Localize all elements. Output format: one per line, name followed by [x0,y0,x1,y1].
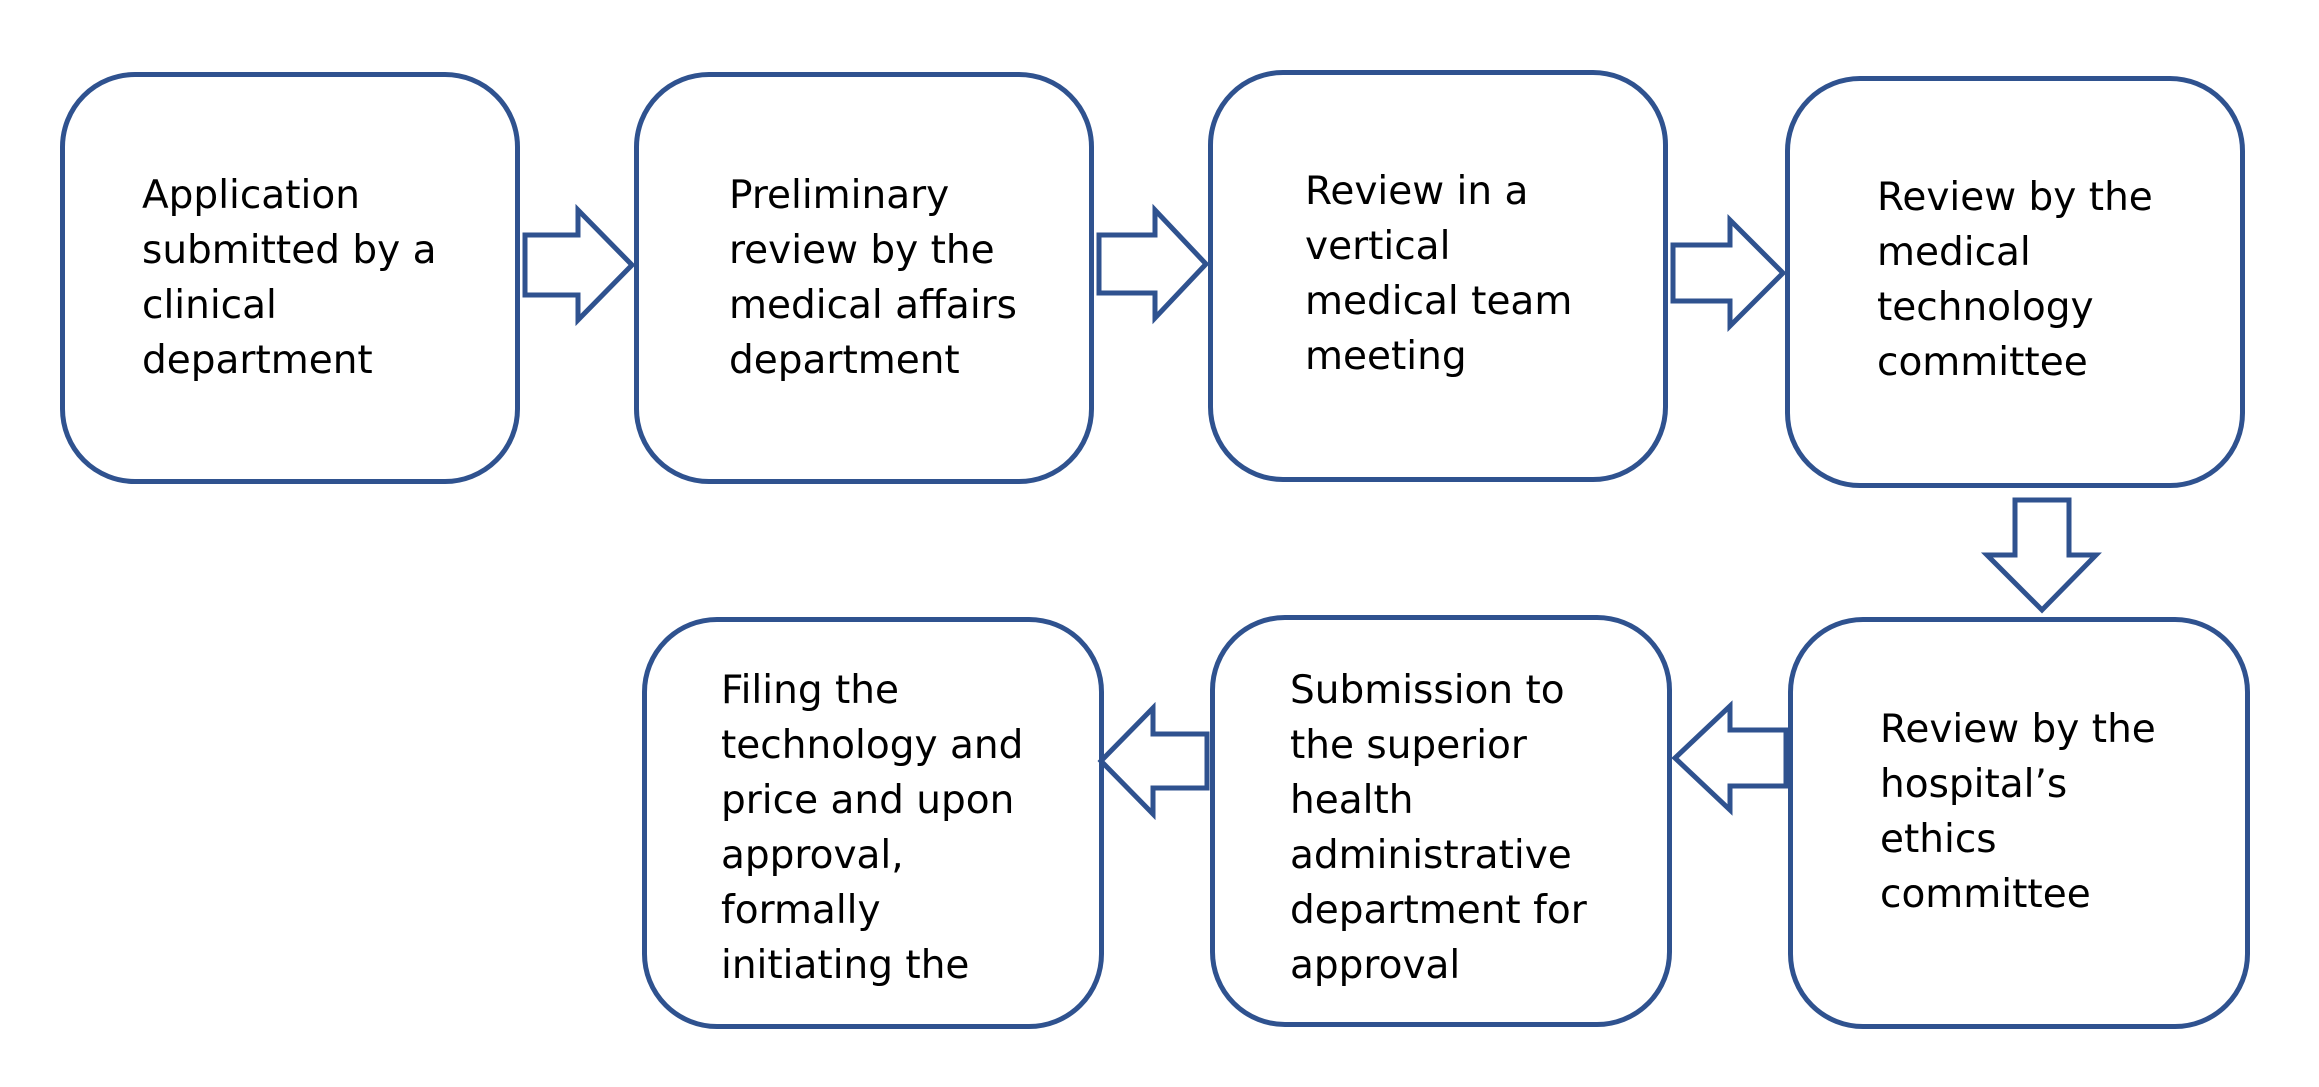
step-application-submitted: Application submitted by a clinical depa… [60,72,520,484]
step-label: Preliminary review by the medical affair… [729,173,1018,383]
step-technology-committee-review: Review by the medical technology committ… [1785,76,2245,488]
step-label: Review by the hospital’s ethics committe… [1880,707,2156,917]
down-arrow-icon [1980,497,2102,614]
right-arrow-icon [1096,203,1210,325]
step-vertical-team-review: Review in a vertical medical team meetin… [1208,70,1668,482]
step-ethics-committee-review: Review by the hospital’s ethics committe… [1788,617,2250,1029]
right-arrow-icon [522,203,636,327]
step-label: Review in a vertical medical team meetin… [1305,169,1573,379]
step-label: Review by the medical technology committ… [1877,175,2153,385]
right-arrow-icon [1670,213,1787,333]
step-label: Submission to the superior health admini… [1290,668,1587,988]
left-arrow-icon [1671,700,1789,816]
step-health-department-approval: Submission to the superior health admini… [1210,615,1672,1027]
step-label: Filing the technology and price and upon… [721,668,1024,988]
step-filing-and-initiation: Filing the technology and price and upon… [642,617,1104,1029]
step-preliminary-review: Preliminary review by the medical affair… [634,72,1094,484]
left-arrow-icon [1097,701,1210,821]
step-label: Application submitted by a clinical depa… [142,173,437,383]
